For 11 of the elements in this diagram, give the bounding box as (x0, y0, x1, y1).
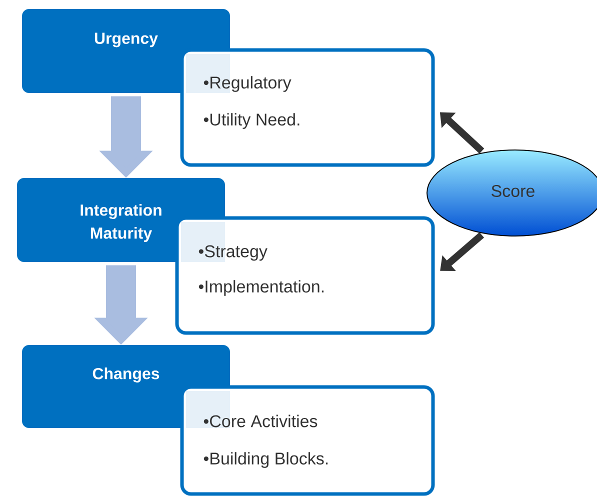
ellipse-label: Score (492, 184, 534, 198)
bullet-item: •Core Activities (204, 414, 318, 428)
bullet-item: •Implementation. (198, 280, 324, 296)
bullet-item: •Regulatory (204, 76, 292, 92)
bullet-item: •Strategy (198, 245, 268, 261)
bullet-item: •Building Blocks. (204, 452, 328, 468)
bullet-item: •Utility Need. (204, 113, 300, 129)
stage-title: Changes (92, 368, 160, 382)
arrow (440, 232, 484, 271)
stage-title: Urgency (94, 32, 158, 48)
stage-title: Integration Maturity (80, 204, 162, 242)
